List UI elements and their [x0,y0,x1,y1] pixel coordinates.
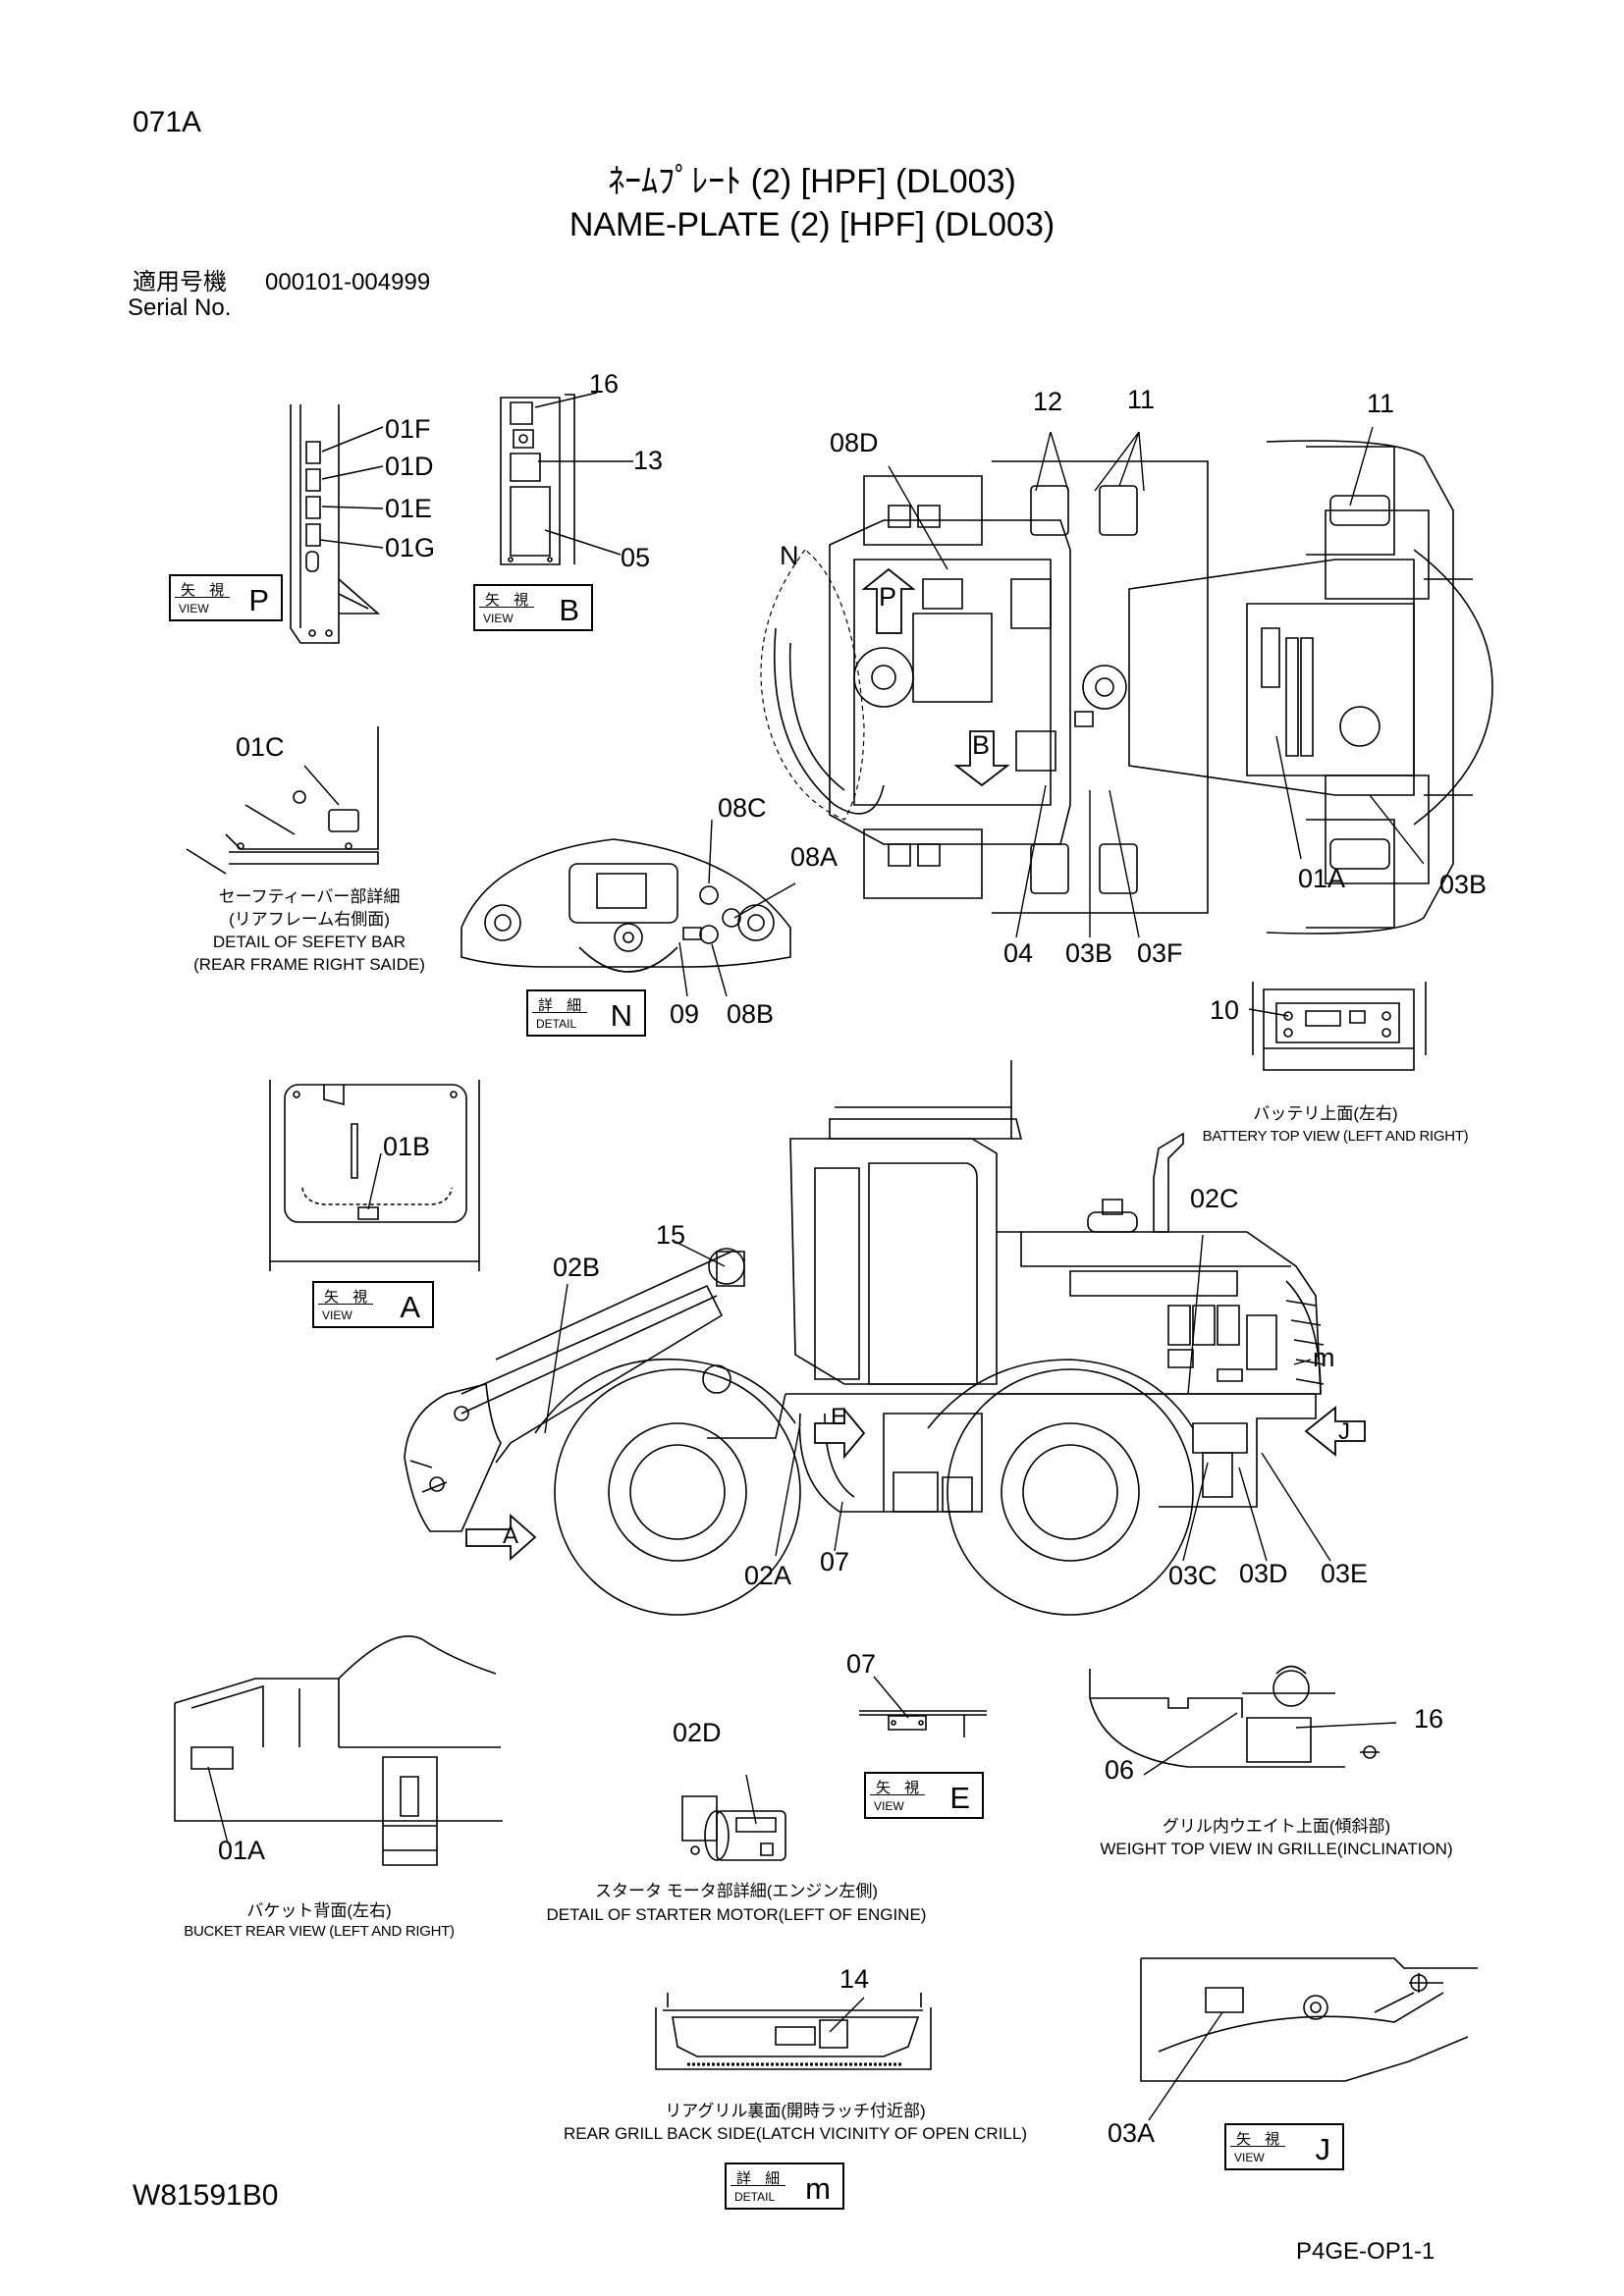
caption-starter-jp: スタータ モータ部詳細(エンジン左側) [594,1882,879,1900]
callout-03e: 03E [1321,1559,1369,1588]
weight-top-drawing [1090,1667,1380,1768]
callout-10: 10 [1210,995,1240,1025]
callout-14: 14 [839,1964,870,1994]
arrow-letter-b: B [972,730,991,760]
callout-01d: 01D [385,452,434,481]
callout-02a: 02A [744,1561,792,1590]
bucket-rear-drawing [175,1636,503,1865]
detail-n-region-circle [761,550,864,820]
caption-safety-bar-jp2: (リアフレーム右側面) [229,910,390,929]
caption-battery-jp: バッテリ上面(左右) [1253,1104,1398,1123]
view-arrows [466,569,1365,1559]
callout-15: 15 [656,1220,686,1250]
caption-starter-en: DETAIL OF STARTER MOTOR(LEFT OF ENGINE) [546,1905,927,1924]
rear-grill-drawing [656,1993,931,2069]
arrow-letter-j: J [1338,1418,1350,1445]
callout-11-center: 11 [1127,385,1156,414]
callout-16-view-b: 16 [589,369,620,399]
arrow-letter-e: E [831,1404,847,1430]
view-e-detail-drawing [859,1711,987,1737]
callout-07-side: 07 [820,1547,850,1576]
callout-11-rear: 11 [1367,389,1395,418]
arrow-letter-p: P [879,582,897,612]
callout-08c: 08C [718,793,767,823]
detail-n-panel-drawing [461,839,790,972]
caption-bucket-jp: バケット背面(左右) [246,1901,392,1920]
serial-label-jp: 適用号機 [133,269,227,295]
callout-03b-rear: 03B [1439,870,1488,899]
callout-08b: 08B [727,999,775,1029]
callout-03d: 03D [1239,1559,1288,1588]
callout-13: 13 [633,446,664,475]
side-view-machine-drawing [405,1060,1324,1615]
caption-weight-en: WEIGHT TOP VIEW IN GRILLE(INCLINATION) [1100,1840,1453,1858]
caption-weight-jp: グリル内ウエイト上面(傾斜部) [1162,1817,1391,1836]
serial-range: 000101-004999 [265,269,431,295]
callout-03f: 03F [1137,938,1183,968]
callout-02d: 02D [673,1718,722,1747]
arrow-letter-a: A [503,1522,519,1549]
callout-01g: 01G [385,533,436,562]
view-p-pillar-drawing [291,404,383,643]
safety-bar-drawing [187,726,378,874]
page-code: 071A [133,106,202,138]
callout-16-weight: 16 [1414,1704,1444,1734]
callout-05: 05 [621,543,651,572]
caption-safety-bar-en: DETAIL OF SEFETY BAR [212,933,406,951]
caption-bucket-en: BUCKET REAR VIEW (LEFT AND RIGHT) [184,1923,455,1940]
callout-m: m [1313,1343,1335,1372]
callout-07-view-e: 07 [846,1649,877,1679]
callout-08a: 08A [790,842,839,872]
view-a-rear-cab-drawing [270,1080,479,1271]
title-jp: ﾈｰﾑﾌﾟﾚｰﾄ (2) [HPF] (DL003) [608,163,1016,200]
caption-safety-bar-en2: (REAR FRAME RIGHT SAIDE) [193,955,425,974]
callout-01c: 01C [236,732,285,762]
caption-grill-jp: リアグリル裏面(開時ラッチ付近部) [665,2102,926,2120]
callout-01f: 01F [385,414,431,444]
callout-03b-center: 03B [1065,938,1113,968]
serial-label-en: Serial No. [128,294,232,321]
callout-08d: 08D [830,428,879,457]
callout-12: 12 [1033,387,1063,416]
drawing-number: W81591B0 [133,2179,279,2212]
caption-safety-bar-jp: セーフティーバー部詳細 [218,887,401,906]
callout-01a-bucket: 01A [218,1836,266,1865]
callout-03a: 03A [1108,2118,1156,2148]
starter-motor-drawing [682,1796,785,1860]
callout-04: 04 [1003,938,1034,968]
caption-battery-en: BATTERY TOP VIEW (LEFT AND RIGHT) [1202,1128,1469,1145]
callout-06: 06 [1105,1755,1135,1785]
callout-09: 09 [670,999,700,1029]
caption-grill-en: REAR GRILL BACK SIDE(LATCH VICINITY OF O… [563,2124,1027,2143]
leader-lines [208,427,1424,2120]
callout-02c: 02C [1190,1184,1239,1213]
title-en: NAME-PLATE (2) [HPF] (DL003) [568,206,1056,243]
callout-n: N [780,541,799,570]
callout-03c: 03C [1168,1561,1218,1590]
callout-01a-top: 01A [1298,864,1346,893]
view-b-panel-drawing [501,393,633,564]
callout-01b: 01B [383,1132,431,1161]
page-reference: P4GE-OP1-1 [1296,2238,1435,2265]
callout-01e: 01E [385,494,433,523]
battery-top-drawing [1253,982,1426,1070]
view-j-detail-drawing [1141,1958,1478,2081]
top-view-machine-drawing [775,441,1492,934]
callout-02b: 02B [553,1253,601,1282]
